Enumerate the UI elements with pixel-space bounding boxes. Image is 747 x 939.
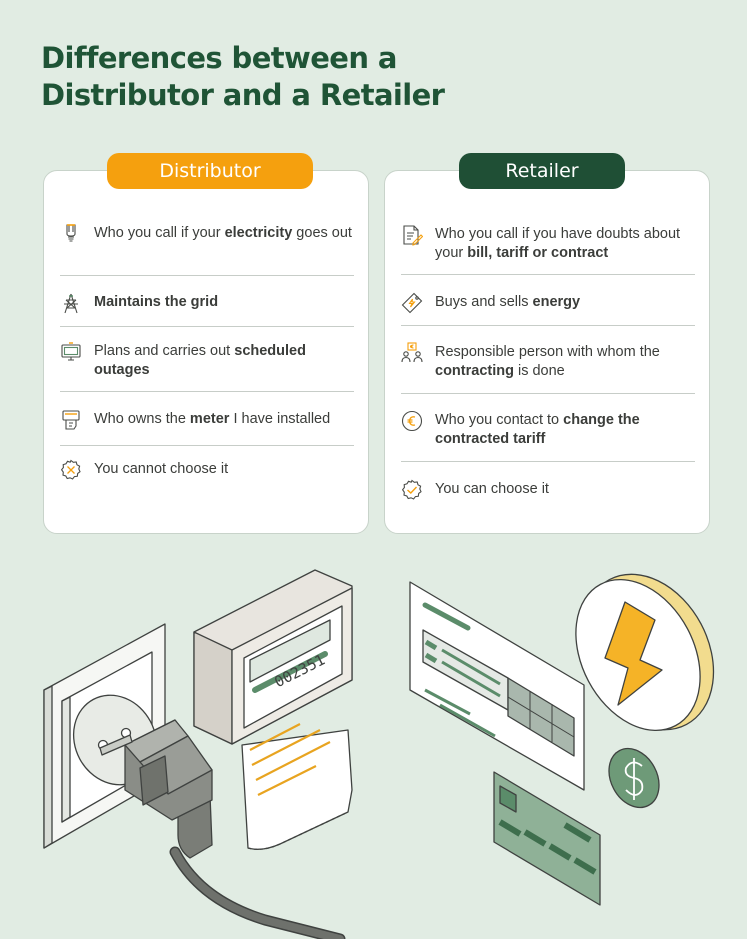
distributor-card: Distributor Who you call if your electri…	[43, 153, 369, 534]
lightning-coin-illustration	[575, 573, 715, 732]
distributor-item: Who owns the meter I have installed	[60, 410, 354, 431]
bill-document-illustration	[409, 581, 585, 791]
divider	[60, 326, 354, 327]
page-title: Differences between a Distributor and a …	[41, 41, 445, 112]
divider	[401, 325, 695, 326]
euro-coin-icon	[401, 410, 423, 432]
divider	[60, 275, 354, 276]
divider	[401, 461, 695, 462]
retailer-card: Retailer Who you call if you have doubts…	[384, 153, 710, 534]
retailer-item: Buys and sells energy	[401, 292, 695, 314]
lightbulb-icon	[60, 223, 82, 245]
energy-tag-icon	[401, 292, 423, 314]
retailer-item: Responsible person with whom the contrac…	[401, 342, 695, 381]
retailer-header: Retailer	[459, 153, 625, 189]
cross-badge-icon	[60, 459, 82, 481]
distributor-item: Plans and carries out scheduled outages	[60, 342, 354, 380]
divider	[60, 391, 354, 392]
divider	[60, 445, 354, 446]
credit-card-illustration	[493, 771, 601, 906]
divider	[401, 274, 695, 275]
electricity-meter-illustration: 002351	[193, 569, 353, 850]
distributor-header: Distributor	[107, 153, 313, 189]
people-euro-icon	[401, 342, 423, 364]
distributor-item: You cannot choose it	[60, 459, 354, 481]
check-badge-icon	[401, 479, 423, 501]
plug-illustration	[99, 719, 346, 939]
illustration: 002351	[43, 569, 715, 939]
dollar-coin-illustration	[608, 747, 660, 809]
retailer-item: Who you contact to change the contracted…	[401, 410, 695, 449]
distributor-item: Who you call if your electricity goes ou…	[60, 224, 354, 245]
power-tower-icon	[60, 292, 82, 314]
retailer-item: You can choose it	[401, 479, 695, 501]
divider	[401, 393, 695, 394]
distributor-item: Maintains the grid	[60, 293, 354, 314]
monitor-icon	[60, 341, 82, 363]
meter-icon	[60, 409, 82, 431]
document-pen-icon	[401, 224, 423, 246]
retailer-item: Who you call if you have doubts about yo…	[401, 225, 695, 263]
